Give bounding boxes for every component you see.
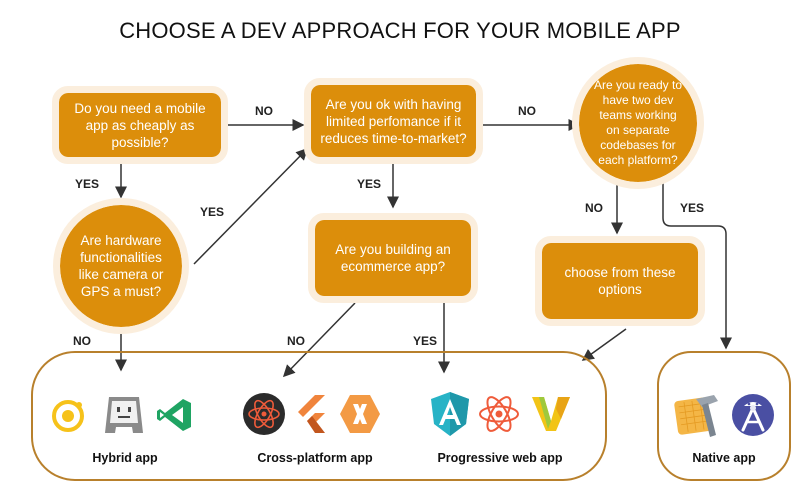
arrow-q6-group — [581, 328, 627, 361]
label-q3-yes: YES — [680, 201, 705, 215]
label-q2-yes: YES — [357, 177, 382, 191]
visual-studio-icon — [155, 395, 195, 435]
question-cheap: Do you need a mobile app as cheaply as p… — [52, 86, 228, 164]
android-studio-icon — [730, 392, 776, 438]
group-label-cross: Cross-platform app — [257, 451, 373, 465]
group-label-native: Native app — [692, 451, 756, 465]
question-limited-performance: Are you ok with having limited perfomanc… — [304, 78, 483, 164]
group-label-pwa: Progressive web app — [437, 451, 563, 465]
choose-options-text: choose from these options — [564, 265, 676, 297]
group-label-hybrid: Hybrid app — [92, 451, 158, 465]
cordova-icon — [103, 393, 145, 437]
choose-options: choose from these options — [535, 236, 705, 326]
arrow-q5-cross — [282, 302, 356, 378]
arrow-q4-q2 — [193, 147, 309, 265]
arrow-q3-native — [662, 183, 732, 350]
question-two-teams-text: Are you ready to have two dev teams work… — [593, 78, 683, 167]
page-title: CHOOSE A DEV APPROACH FOR YOUR MOBILE AP… — [119, 18, 681, 43]
group-native — [657, 351, 791, 481]
label-q4-no: NO — [73, 334, 91, 348]
angular-icon — [430, 391, 470, 437]
xamarin-icon — [338, 392, 382, 436]
react-icon — [242, 392, 286, 436]
label-q5-yes: YES — [413, 334, 438, 348]
react-icon — [477, 392, 521, 436]
label-q1-no: NO — [255, 104, 273, 118]
question-ecommerce-text: Are you building an ecommerce app? — [335, 242, 451, 274]
vuforia-icon — [528, 393, 574, 435]
question-two-teams: Are you ready to have two dev teams work… — [572, 57, 704, 189]
ionic-icon — [48, 395, 88, 435]
question-cheap-text: Do you need a mobile app as cheaply as p… — [74, 100, 206, 150]
label-q4-yes: YES — [200, 205, 225, 219]
label-q5-no: NO — [287, 334, 305, 348]
question-hardware-text: Are hardware functionalities like camera… — [78, 233, 164, 299]
xcode-icon — [674, 391, 722, 439]
question-hardware: Are hardware functionalities like camera… — [53, 198, 189, 334]
label-q2-no: NO — [518, 104, 536, 118]
question-limited-performance-text: Are you ok with having limited perfomanc… — [320, 96, 467, 146]
label-q3-no: NO — [585, 201, 603, 215]
flutter-icon — [293, 393, 329, 435]
label-q1-yes: YES — [75, 177, 100, 191]
group-main — [31, 351, 607, 481]
question-ecommerce: Are you building an ecommerce app? — [308, 213, 478, 303]
